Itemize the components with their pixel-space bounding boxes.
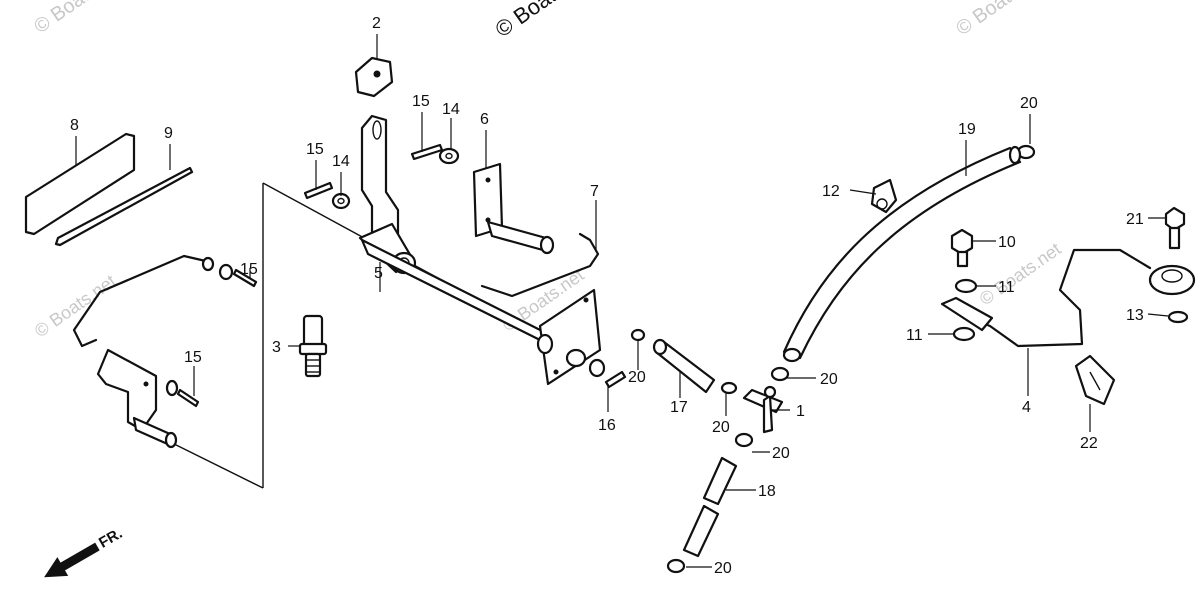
callout-5: 5 xyxy=(374,265,383,282)
callout-20: 20 xyxy=(1020,95,1038,112)
part-21-bolt xyxy=(1164,206,1186,250)
callout-20: 20 xyxy=(714,560,732,577)
callout-15: 15 xyxy=(184,349,202,366)
part-19-hose xyxy=(782,145,1022,363)
part-13-washer xyxy=(1167,310,1189,324)
callout-9: 9 xyxy=(164,125,173,142)
part-18-hose xyxy=(682,456,738,558)
part-15-pin-upper xyxy=(410,143,444,161)
part-8-plate xyxy=(24,132,136,236)
part-12-clamp xyxy=(870,178,898,214)
part-22-strap xyxy=(1074,354,1116,406)
part-15-pin-lower xyxy=(176,388,200,408)
part-2-pad xyxy=(354,56,394,98)
callout-17: 17 xyxy=(670,399,688,416)
front-direction-arrow: FR. xyxy=(44,525,125,578)
callout-14: 14 xyxy=(442,101,460,118)
callout-2: 2 xyxy=(372,15,381,32)
callout-8: 8 xyxy=(70,117,79,134)
callout-19: 19 xyxy=(958,121,976,138)
left-lower-washer xyxy=(165,379,179,397)
part-10-bolt xyxy=(950,228,974,268)
callout-4: 4 xyxy=(1022,399,1031,416)
callout-11: 11 xyxy=(998,279,1015,296)
part-15-pin-left xyxy=(303,181,334,200)
callout-13: 13 xyxy=(1126,307,1144,324)
callout-3: 3 xyxy=(272,339,281,356)
callout-22: 22 xyxy=(1080,435,1098,452)
part-20-clips xyxy=(630,144,1036,574)
left-washer xyxy=(218,263,234,281)
callout-15: 15 xyxy=(240,261,258,278)
callout-11: 11 xyxy=(906,327,923,344)
callout-20: 20 xyxy=(820,371,838,388)
part-17-hose xyxy=(652,338,716,394)
part-3-stud xyxy=(298,314,328,378)
part-14-washer-upper xyxy=(438,147,460,165)
part-16-pin xyxy=(604,370,627,389)
callout-21: 21 xyxy=(1126,211,1144,228)
arrow-icon xyxy=(44,542,100,578)
watermark-main: © Boats.net xyxy=(491,0,600,42)
callout-20: 20 xyxy=(712,419,730,436)
part-washer-right xyxy=(588,358,606,378)
callout-15: 15 xyxy=(412,93,430,110)
left-link-rod xyxy=(72,254,215,348)
callout-20: 20 xyxy=(772,445,790,462)
callout-6: 6 xyxy=(480,111,489,128)
callout-16: 16 xyxy=(598,417,616,434)
callout-12: 12 xyxy=(822,183,840,200)
part-7-rod xyxy=(480,232,600,298)
callout-7: 7 xyxy=(590,183,599,200)
part-9-strip xyxy=(54,166,194,247)
part-6-bracket xyxy=(472,162,555,255)
watermark-faint: © Boats.net xyxy=(952,0,1051,40)
leader-lines xyxy=(75,34,1169,568)
direction-label: FR. xyxy=(96,525,125,552)
part-4-pipe xyxy=(940,248,1196,348)
watermark-faint: © Boats.net xyxy=(976,239,1065,309)
part-14-washer-left xyxy=(331,192,351,210)
callout-14: 14 xyxy=(332,153,350,170)
callout-1: 1 xyxy=(796,403,805,420)
callout-15: 15 xyxy=(306,141,324,158)
callout-10: 10 xyxy=(998,234,1016,251)
left-lower-bracket xyxy=(96,348,178,449)
watermark-faint: © Boats.net xyxy=(30,0,129,38)
callout-18: 18 xyxy=(758,483,776,500)
callout-labels: 2 8 9 15 14 6 15 14 7 5 15 3 15 16 20 17… xyxy=(70,15,1144,577)
main-shaft xyxy=(360,238,558,350)
callout-20: 20 xyxy=(628,369,646,386)
part-1-tee xyxy=(742,385,784,434)
shaft-bracket xyxy=(536,288,602,386)
part-15-pin-mid xyxy=(232,268,258,288)
